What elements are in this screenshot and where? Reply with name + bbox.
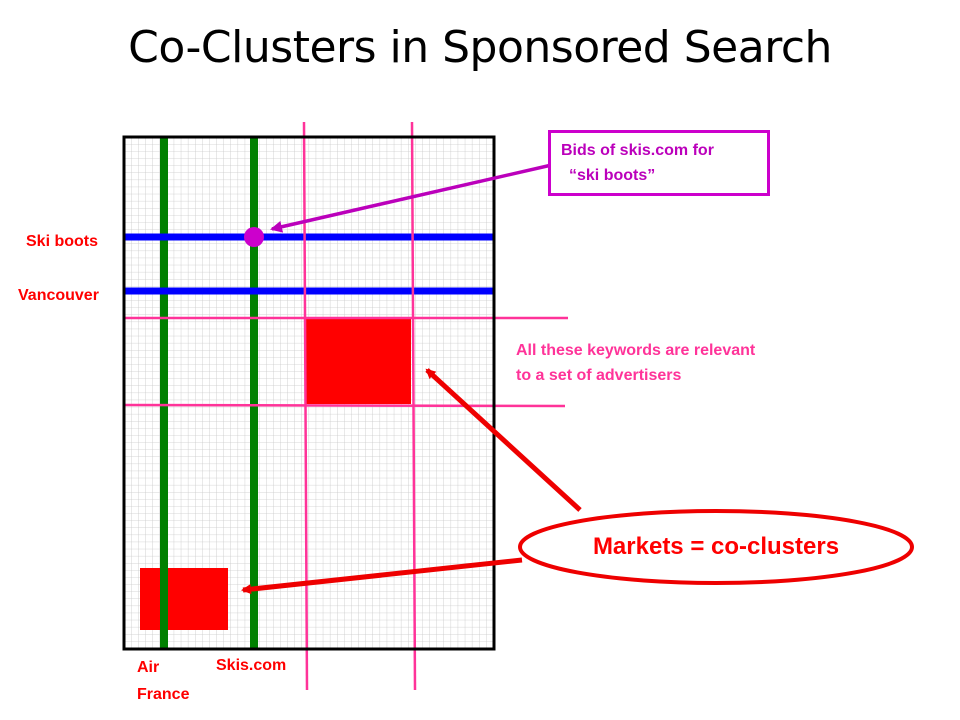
markets-arrow-upper (425, 368, 582, 512)
cluster-note-line-2: to a set of advertisers (516, 367, 682, 384)
row-label-vancouver: Vancouver (18, 287, 99, 304)
bid-marker (244, 227, 264, 247)
bid-callout-line-1: Bids of skis.com for (561, 142, 714, 159)
matrix-border (122, 135, 496, 651)
bid-callout-line-2: “ski boots” (569, 167, 656, 184)
cluster-boundary-horizontal-bottom (123, 403, 566, 408)
bid-callout-box: Bids of skis.com for “ski boots” (548, 130, 770, 196)
co-cluster-block-lower (140, 568, 228, 630)
cluster-note-line-1: All these keywords are relevant (516, 342, 756, 359)
callout-arrow (270, 162, 557, 233)
row-label-ski-boots: Ski boots (26, 233, 99, 250)
cluster-note: All these keywords are relevant to a set… (516, 338, 755, 388)
slide-title: Co-Clusters in Sponsored Search (128, 22, 832, 73)
markets-label: Markets = co-clusters (592, 533, 840, 560)
column-label-skis-com: Skis.com (216, 657, 287, 674)
co-cluster-block-upper (305, 318, 411, 404)
column-label-air-france: Air France (137, 659, 190, 703)
markets-arrow-lower (241, 557, 523, 595)
markets-ellipse (518, 509, 914, 585)
